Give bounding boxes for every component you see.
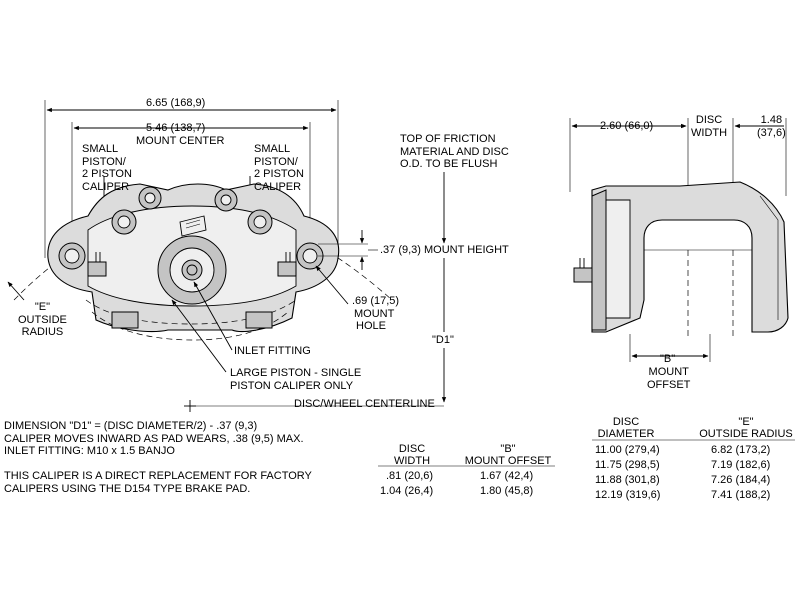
mount-center-label: MOUNT CENTER [136,135,225,147]
overall-width-label: 6.65 (168,9) [146,97,206,109]
table-header: DISC [612,416,640,428]
offset-dim-label: 1.48 (37,6) [757,114,786,139]
note-line: THIS CALIPER IS A DIRECT REPLACEMENT FOR… [4,470,312,483]
table-cell: 11.75 (298,5) [595,459,660,471]
table-header: DIAMETER [597,428,655,440]
side-width-label: 2.60 (66,0) [600,120,654,132]
note-line: DIMENSION "D1" = (DISC DIAMETER/2) - .37… [4,420,258,432]
table-cell: 1.04 (26,4) [380,485,434,497]
table-header: OUTSIDE RADIUS [699,428,793,440]
table-cell: 1.67 (42,4) [480,470,534,482]
small-piston-right-label: SMALL PISTON/ 2 PISTON CALIPER [254,143,304,193]
table-cell: 11.88 (301,8) [595,474,660,486]
table-header: MOUNT OFFSET [464,455,552,467]
outside-radius-label: "E" OUTSIDE RADIUS [18,301,67,338]
table-header: WIDTH [393,455,431,467]
flush-note: TOP OF FRICTION MATERIAL AND DISC O.D. T… [400,133,509,170]
table-header: "E" [738,416,754,428]
front-view [7,100,447,412]
table-header: "B" [500,443,516,455]
table-cell: 7.26 (184,4) [711,474,771,486]
note-line [4,458,312,471]
mount-center-value: 5.46 (138,7) [146,122,206,134]
inlet-fitting-label: INLET FITTING [234,345,311,357]
notes-block: DIMENSION "D1" = (DISC DIAMETER/2) - .37… [4,420,312,496]
note-line: CALIPER MOVES INWARD AS PAD WEARS, .38 (… [4,432,304,445]
b-label: "B" [660,353,676,365]
mount-height-label: .37 (9,3) MOUNT HEIGHT [380,244,509,256]
table-cell: 7.41 (188,2) [711,489,771,501]
table-cell: .81 (20,6) [386,470,434,482]
centerline-label: DISC/WHEEL CENTERLINE [294,398,435,410]
inlet-fitting [181,259,203,281]
disc-width-label: DISC WIDTH [691,114,728,139]
note-line: INLET FITTING: M10 x 1.5 BANJO [4,445,175,458]
table-cell: 7.19 (182,6) [711,459,771,471]
table-cell: 6.82 (173,2) [711,444,771,456]
side-view [569,118,789,362]
mount-hole-label: .69 (17,5) MOUNT HOLE [352,295,400,332]
small-piston-left-label: SMALL PISTON/ 2 PISTON CALIPER [82,143,132,193]
large-piston-label: LARGE PISTON - SINGLE PISTON CALIPER ONL… [230,367,362,392]
table-header: DISC [398,443,426,455]
table-cell: 11.00 (279,4) [595,444,660,456]
d1-label: "D1" [432,334,454,346]
table-cell: 1.80 (45,8) [480,485,534,497]
mount-offset-label: MOUNT OFFSET [647,366,691,391]
note-line: CALIPERS USING THE D154 TYPE BRAKE PAD. [4,482,251,495]
table-cell: 12.19 (319,6) [595,489,661,501]
